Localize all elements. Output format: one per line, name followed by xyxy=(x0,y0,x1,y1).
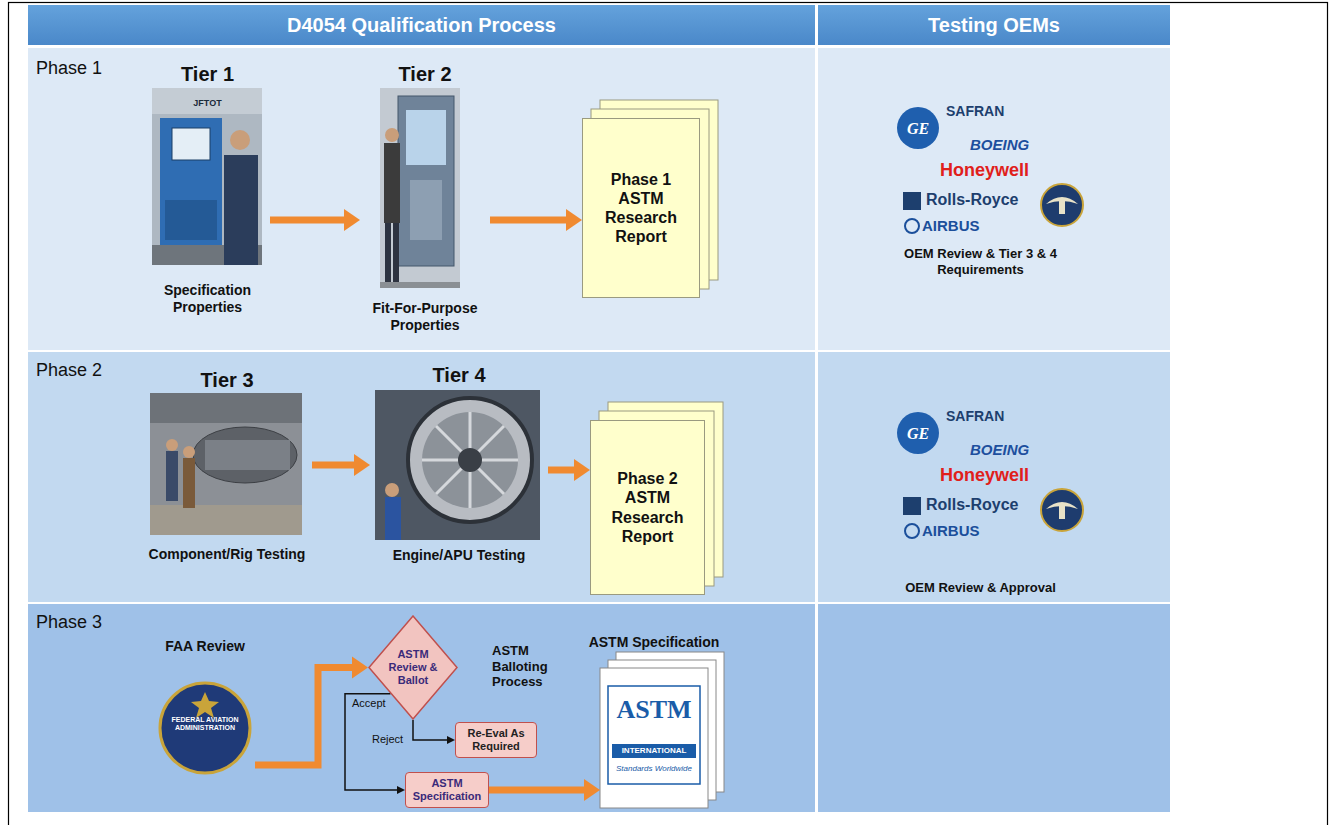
oem-logo: Honeywell xyxy=(940,465,1029,487)
node-text: ASTM xyxy=(600,694,708,725)
connector-line xyxy=(413,720,447,740)
box-text: Phase 1 ASTM Research Report xyxy=(589,170,693,247)
edge-label: Reject xyxy=(370,733,405,746)
connector-line xyxy=(548,467,574,474)
oem-logo: Honeywell xyxy=(940,160,1029,182)
connector-arrow xyxy=(345,694,405,794)
arrow-head xyxy=(566,209,582,231)
oem-logo: BOEING xyxy=(970,136,1029,154)
box-text: Phase 2 ASTM Research Report xyxy=(597,469,698,546)
connector-line xyxy=(489,787,584,794)
oem-note: OEM Review & Tier 3 & 4 Requirements xyxy=(893,246,1068,277)
faa-seal: FAA ReviewFEDERAL AVIATION ADMINISTRATIO… xyxy=(155,638,255,778)
phase-band: Phase 3FAA ReviewFEDERAL AVIATION ADMINI… xyxy=(28,604,1170,812)
oem-logo: Rolls-Royce xyxy=(926,495,1018,514)
node-text: FEDERAL AVIATION ADMINISTRATION xyxy=(171,716,239,733)
connector-arrow xyxy=(489,779,600,801)
box-text: Re-Eval As Required xyxy=(458,727,534,753)
node-heading: ASTM Specification xyxy=(584,634,724,651)
arrow-head xyxy=(447,736,455,744)
oem-logo: GE xyxy=(903,119,933,138)
header-cell: D4054 Qualification Process xyxy=(28,5,815,45)
tier-photo-group: Tier 1 JFTOT Specification Properties xyxy=(145,62,270,320)
node-text: Engine/APU Testing xyxy=(370,547,548,564)
box-text: D4054 Qualification Process xyxy=(287,13,556,37)
report-stack: Phase 2 ASTM Research Report xyxy=(590,420,705,595)
oem-logo: AIRBUS xyxy=(922,217,980,235)
node-heading: Tier 1 xyxy=(145,62,270,86)
connector-line xyxy=(490,217,566,224)
connector-line xyxy=(312,462,354,469)
node-heading: FAA Review xyxy=(145,638,265,655)
oem-logo: AIRBUS xyxy=(922,522,980,540)
arrow-head xyxy=(574,459,590,481)
tier-photo-group: Tier 3 Component/Rig Testing xyxy=(142,368,312,568)
arrow-head xyxy=(354,454,370,476)
node-heading: Tier 3 xyxy=(142,368,312,392)
node-text: Fit-For-Purpose Properties xyxy=(360,300,490,334)
report-stack: Phase 1 ASTM Research Report xyxy=(582,118,700,298)
node-text: INTERNATIONAL xyxy=(612,746,696,756)
tier-photo-group: Tier 2 Fit-For-Purpose Properties xyxy=(360,62,490,332)
process-box: Re-Eval As Required xyxy=(455,722,537,758)
node-text: Specification Properties xyxy=(145,282,270,316)
node-text: Component/Rig Testing xyxy=(142,546,312,563)
node-text: JFTOT xyxy=(185,98,230,109)
node-heading: Phase 3 xyxy=(36,612,126,634)
specification-stack: ASTM SpecificationASTMINTERNATIONALStand… xyxy=(600,668,708,808)
node-heading: Phase 1 xyxy=(36,58,126,80)
arrow-head xyxy=(352,657,368,679)
tier-photo-group: Tier 4 Engine/APU Testing xyxy=(370,363,548,570)
edge-label: Accept xyxy=(350,697,388,710)
header-cell: Testing OEMs xyxy=(818,5,1170,45)
node-heading: Tier 4 xyxy=(370,363,548,387)
oem-logo: BOEING xyxy=(970,441,1029,459)
box-text: ASTM Specification xyxy=(408,777,486,803)
arrow-head xyxy=(397,786,405,794)
connector-arrow xyxy=(548,459,590,481)
connector-arrow xyxy=(413,720,455,744)
node-heading: Phase 2 xyxy=(36,360,126,382)
connector-arrow xyxy=(255,657,368,766)
node-heading: Tier 2 xyxy=(360,62,490,86)
arrow-head xyxy=(344,209,360,231)
connector-line xyxy=(255,668,352,766)
oem-logo: Rolls-Royce xyxy=(926,190,1018,209)
connector-arrow xyxy=(490,209,582,231)
process-box: ASTM Specification xyxy=(405,772,489,808)
oem-logo: GE xyxy=(903,424,933,443)
connector-arrow xyxy=(312,454,370,476)
connector-arrow xyxy=(270,209,360,231)
box-text: ASTM Review & Ballot xyxy=(388,648,438,688)
node-text: Standards Worldwide xyxy=(600,764,708,774)
oem-logo: SAFRAN xyxy=(946,103,1004,120)
process-note: ASTM Balloting Process xyxy=(492,643,572,690)
oem-note: OEM Review & Approval xyxy=(893,580,1068,596)
oem-logo: SAFRAN xyxy=(946,408,1004,425)
box-text: Testing OEMs xyxy=(928,13,1060,37)
connector-line xyxy=(270,217,344,224)
arrow-head xyxy=(584,779,600,801)
